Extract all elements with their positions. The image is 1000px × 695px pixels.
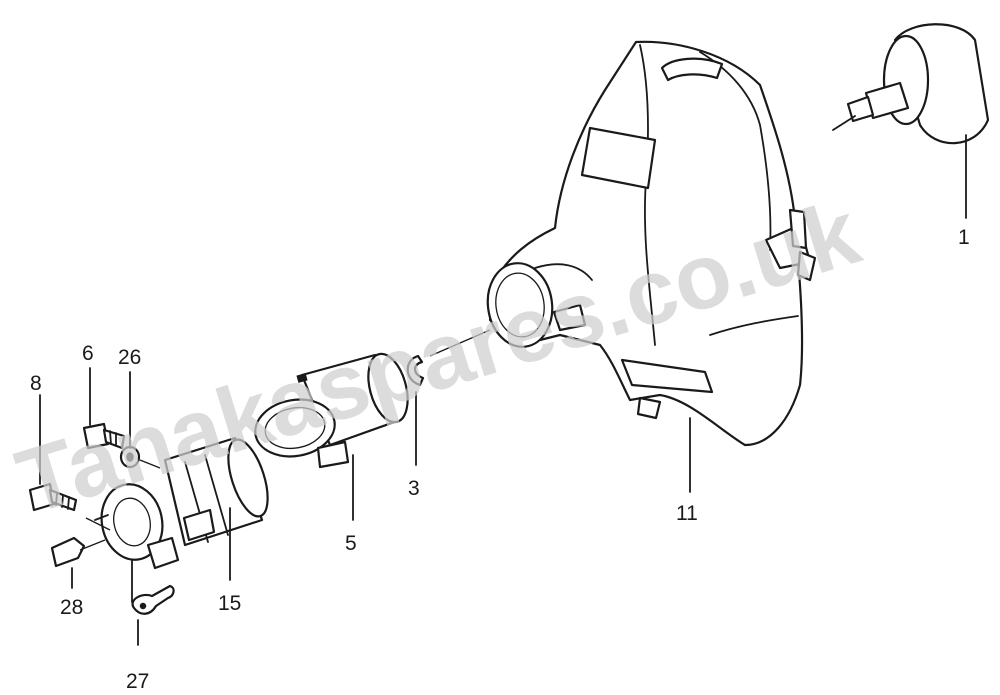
part-27-tab-washer xyxy=(131,584,175,615)
callout-5: 5 xyxy=(345,532,357,555)
callout-8: 8 xyxy=(30,372,42,395)
part-15-handle-bracket xyxy=(94,436,269,570)
callout-11: 11 xyxy=(676,502,698,525)
callout-6: 6 xyxy=(82,342,94,365)
callout-3: 3 xyxy=(408,477,420,500)
callout-labels: 1 11 3 5 15 6 26 8 28 27 xyxy=(30,226,970,693)
part-1-clutch-drum xyxy=(832,23,990,145)
part-6-bolt xyxy=(82,422,126,450)
part-5-clamp-sleeve xyxy=(254,352,409,469)
callout-27: 27 xyxy=(126,670,149,693)
callout-28: 28 xyxy=(60,596,83,619)
part-8-screw xyxy=(28,482,78,512)
part-3-clip xyxy=(406,354,425,387)
callout-15: 15 xyxy=(218,592,241,615)
callout-1: 1 xyxy=(958,226,970,249)
leader-lines xyxy=(39,134,967,646)
part-11-gear-housing xyxy=(486,40,817,447)
part-28-nut xyxy=(50,536,86,568)
callout-26: 26 xyxy=(118,346,141,369)
